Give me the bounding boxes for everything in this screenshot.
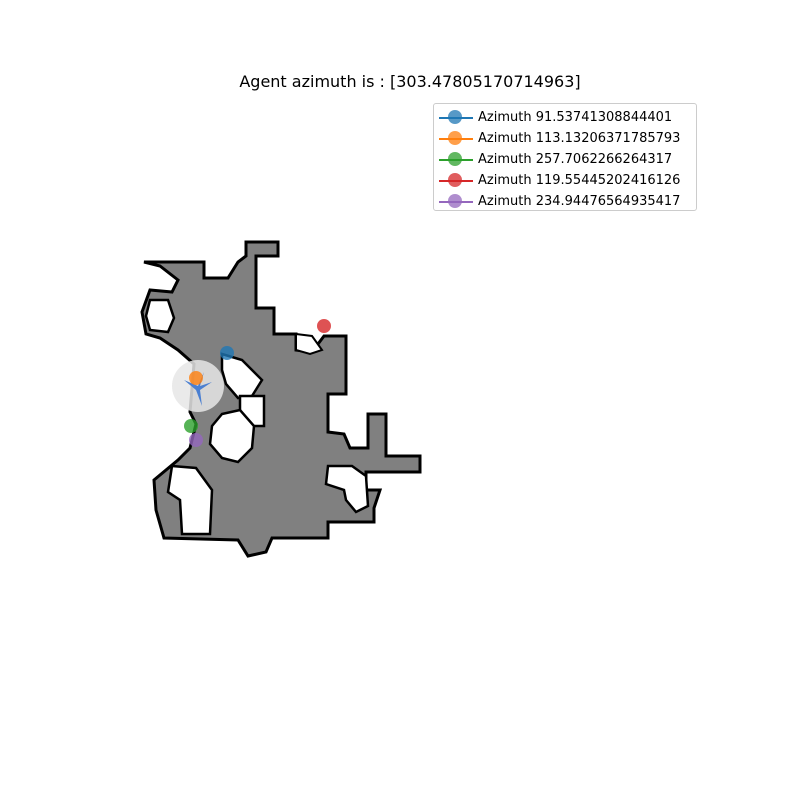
goal-point (220, 346, 234, 360)
legend-label: Azimuth 234.94476564935417 (478, 194, 681, 209)
legend-dot (448, 110, 462, 124)
obstacle (208, 408, 256, 464)
agent-marker (172, 360, 224, 412)
legend: Azimuth 91.53741308844401 Azimuth 113.13… (433, 103, 697, 211)
legend-label: Azimuth 91.53741308844401 (478, 110, 673, 125)
obstacle (295, 332, 324, 356)
goal-point (317, 319, 331, 333)
legend-dot (448, 194, 462, 208)
obstacle (144, 298, 176, 334)
goal-point (189, 371, 203, 385)
legend-marker-icon (436, 107, 476, 128)
obstacle (166, 464, 214, 536)
goal-point (184, 419, 198, 433)
legend-marker-icon (436, 170, 476, 191)
legend-item: Azimuth 113.13206371785793 (434, 128, 696, 149)
obstacle (324, 464, 370, 514)
legend-dot (448, 173, 462, 187)
legend-item: Azimuth 257.7062266264317 (434, 149, 696, 170)
legend-marker-icon (436, 128, 476, 149)
legend-dot (448, 131, 462, 145)
legend-item: Azimuth 119.55445202416126 (434, 170, 696, 191)
legend-item: Azimuth 91.53741308844401 (434, 107, 696, 128)
legend-dot (448, 152, 462, 166)
legend-item: Azimuth 234.94476564935417 (434, 191, 696, 212)
legend-label: Azimuth 257.7062266264317 (478, 152, 673, 167)
legend-label: Azimuth 119.55445202416126 (478, 173, 681, 188)
map-title: Agent azimuth is : [303.47805170714963] (239, 72, 581, 91)
legend-label: Azimuth 113.13206371785793 (478, 131, 681, 146)
legend-marker-icon (436, 191, 476, 212)
legend-marker-icon (436, 149, 476, 170)
goal-point (189, 433, 203, 447)
